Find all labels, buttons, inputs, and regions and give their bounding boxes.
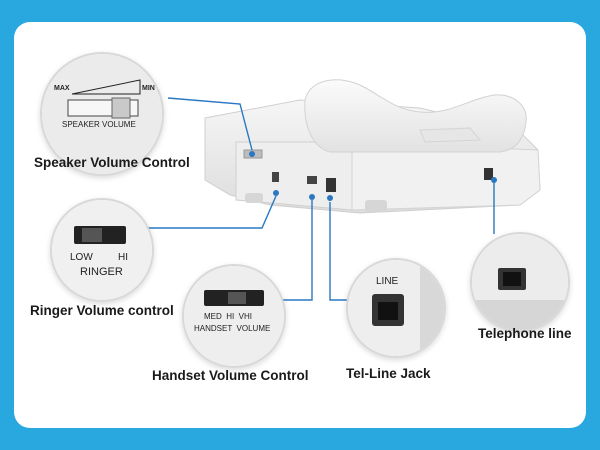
- telephone-line-label: Telephone line: [478, 326, 572, 341]
- speaker-volume-label: Speaker Volume Control: [34, 155, 190, 170]
- phone-handset: [304, 79, 527, 153]
- line-jack-zoom-art: [348, 260, 444, 356]
- body-ringer-switch: [272, 172, 279, 182]
- phone-foot-left: [245, 193, 263, 203]
- speaker-zoom-caption: SPEAKER VOLUME: [62, 120, 136, 129]
- speaker-zoom-max-label: MAX: [54, 85, 70, 92]
- body-speaker-slider: [243, 149, 263, 159]
- speaker-zoom-min-label: MIN: [142, 85, 155, 92]
- line-jack-zoom-caption: LINE: [376, 276, 399, 287]
- speaker-volume-zoom-art: [42, 54, 162, 174]
- ringer-zoom-low-label: LOW: [70, 252, 93, 263]
- ringer-zoom-hi-label: HI: [118, 252, 128, 263]
- ringer-volume-zoom: LOW HI RINGER: [50, 198, 154, 302]
- line-jack-zoom: LINE: [346, 258, 446, 358]
- phone-keypad-ridge: [419, 127, 482, 143]
- ringer-volume-zoom-art: [52, 200, 152, 300]
- phone-foot-right: [365, 200, 387, 212]
- handset-volume-label: Handset Volume Control: [152, 368, 309, 383]
- tel-line-jack-label: Tel-Line Jack: [346, 366, 431, 381]
- handset-zoom-caption: HANDSET VOLUME: [194, 324, 271, 333]
- body-telephone-line-port: [484, 168, 493, 180]
- body-line-jack: [326, 178, 336, 192]
- handset-zoom-levels: MED HI VHI: [204, 312, 253, 321]
- body-handset-switch: [307, 176, 317, 184]
- telephone-line-zoom-art: [472, 234, 568, 330]
- handset-volume-zoom: MED HI VHI HANDSET VOLUME: [182, 264, 286, 368]
- handset-volume-zoom-art: [184, 266, 284, 366]
- ringer-zoom-caption: RINGER: [80, 266, 123, 278]
- telephone-line-zoom: [470, 232, 570, 332]
- ringer-volume-label: Ringer Volume control: [30, 303, 174, 318]
- speaker-volume-zoom: MAX MIN SPEAKER VOLUME: [40, 52, 164, 176]
